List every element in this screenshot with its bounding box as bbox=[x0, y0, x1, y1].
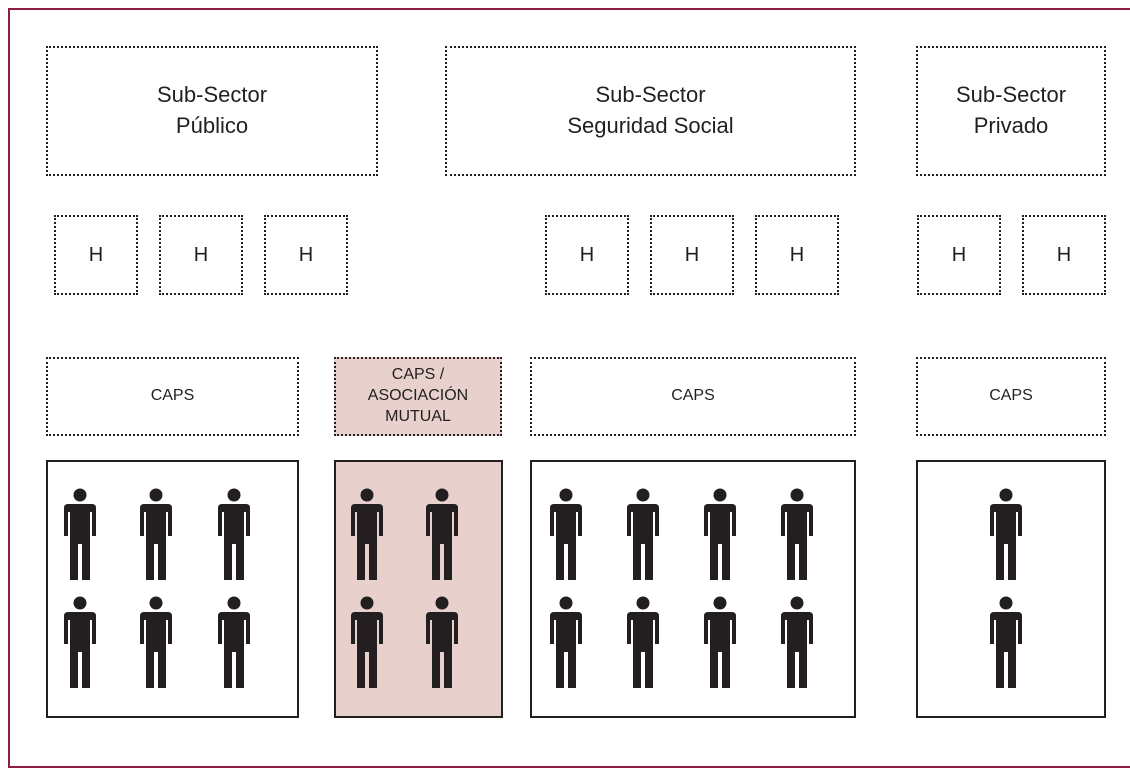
sector-publico-line1: Sub-Sector bbox=[156, 82, 268, 108]
hospital-box: H bbox=[54, 215, 138, 295]
person-icon bbox=[625, 596, 661, 691]
hospital-label: H bbox=[789, 243, 805, 266]
person-icon bbox=[138, 488, 174, 583]
caps-privado: CAPS bbox=[916, 357, 1106, 436]
caps-seguridad-label: CAPS bbox=[671, 387, 715, 405]
person-icon bbox=[779, 596, 815, 691]
population-publico bbox=[46, 460, 299, 718]
hospital-box: H bbox=[917, 215, 1001, 295]
person-icon bbox=[216, 596, 252, 691]
person-icon bbox=[548, 488, 584, 583]
hospital-label: H bbox=[1056, 243, 1072, 266]
population-seguridad-social bbox=[530, 460, 856, 718]
caps-mutual-line3: MUTUAL bbox=[385, 407, 451, 425]
hospital-box: H bbox=[264, 215, 348, 295]
person-icon bbox=[349, 596, 385, 691]
person-icon bbox=[702, 596, 738, 691]
caps-publico-label: CAPS bbox=[150, 387, 195, 405]
caps-privado-label: CAPS bbox=[989, 387, 1033, 405]
caps-publico: CAPS bbox=[46, 357, 299, 436]
sector-privado-line1: Sub-Sector bbox=[955, 82, 1067, 108]
sector-seguridad-line1: Sub-Sector bbox=[595, 82, 706, 108]
caps-mutual-line2: ASOCIACIÓN bbox=[367, 387, 469, 405]
sector-privado-line2: Privado bbox=[973, 113, 1049, 138]
person-icon bbox=[424, 488, 460, 583]
person-icon bbox=[988, 488, 1024, 583]
hospital-box: H bbox=[650, 215, 734, 295]
person-icon bbox=[62, 488, 98, 583]
person-icon bbox=[424, 596, 460, 691]
person-icon bbox=[216, 488, 252, 583]
hospital-box: H bbox=[159, 215, 243, 295]
person-icon bbox=[548, 596, 584, 691]
person-icon bbox=[779, 488, 815, 583]
person-icon bbox=[625, 488, 661, 583]
hospital-label: H bbox=[193, 243, 209, 266]
hospital-box: H bbox=[545, 215, 629, 295]
caps-mutual-line1: CAPS / bbox=[391, 366, 445, 384]
hospital-label: H bbox=[684, 243, 700, 266]
population-privado bbox=[916, 460, 1106, 718]
person-icon bbox=[988, 596, 1024, 691]
person-icon bbox=[138, 596, 174, 691]
hospital-label: H bbox=[579, 243, 595, 266]
hospital-box: H bbox=[1022, 215, 1106, 295]
caps-asociacion-mutual: CAPS / ASOCIACIÓN MUTUAL bbox=[334, 357, 502, 436]
person-icon bbox=[62, 596, 98, 691]
hospital-box: H bbox=[755, 215, 839, 295]
hospital-label: H bbox=[88, 243, 104, 266]
sector-seguridad-line2: Seguridad Social bbox=[567, 113, 734, 138]
sector-publico-line2: Público bbox=[175, 113, 249, 138]
hospital-label: H bbox=[298, 243, 314, 266]
caps-seguridad-social: CAPS bbox=[530, 357, 856, 436]
hospital-label: H bbox=[951, 243, 967, 266]
person-icon bbox=[702, 488, 738, 583]
person-icon bbox=[349, 488, 385, 583]
